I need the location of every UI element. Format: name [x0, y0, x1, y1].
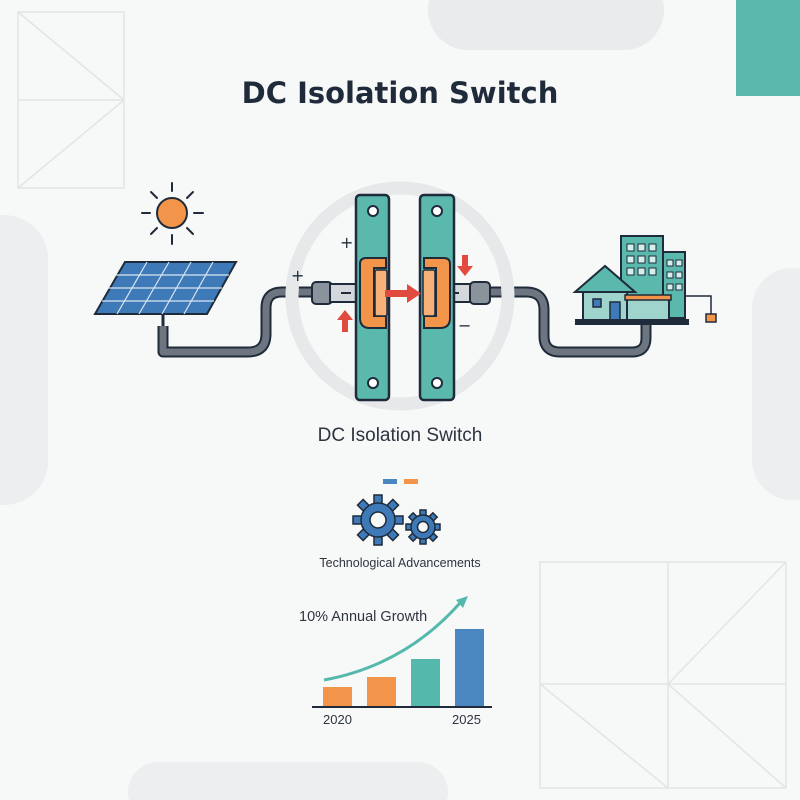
plug-icon: [685, 295, 717, 323]
legend-swatch-orange: [404, 479, 418, 484]
sun-icon: [141, 182, 204, 245]
growth-bar-chart: [323, 629, 484, 707]
x-tick-label-end: 2025: [452, 712, 481, 727]
chart-title: 10% Annual Growth: [299, 609, 428, 625]
house-icon: [572, 264, 689, 325]
switch-right-bar: [418, 193, 456, 402]
chart-bar: [455, 629, 484, 707]
chart-bar: [323, 687, 352, 707]
x-tick-label-start: 2020: [323, 712, 352, 727]
tech-label: Technological Advancements: [319, 556, 481, 570]
legend-swatch-blue: [383, 479, 397, 484]
page-title: DC Isolation Switch: [241, 76, 559, 110]
switch-caption: DC Isolation Switch: [317, 425, 483, 446]
gears-icon: [352, 494, 441, 546]
arrow-down-icon: [457, 255, 473, 276]
arrow-right-icon: [385, 284, 421, 303]
growth-trend-arrowhead: [456, 596, 468, 608]
minus-symbol-right: −: [458, 316, 471, 335]
chart-bar: [411, 659, 440, 707]
plus-symbol-top: +: [340, 233, 353, 252]
plus-symbol-left: +: [291, 266, 304, 285]
switch-left-bar: [354, 193, 391, 402]
growth-trend-arrow: [323, 602, 462, 682]
solar-panel-icon: [93, 261, 238, 330]
chart-bar: [367, 677, 396, 707]
arrow-up-icon: [337, 310, 353, 332]
